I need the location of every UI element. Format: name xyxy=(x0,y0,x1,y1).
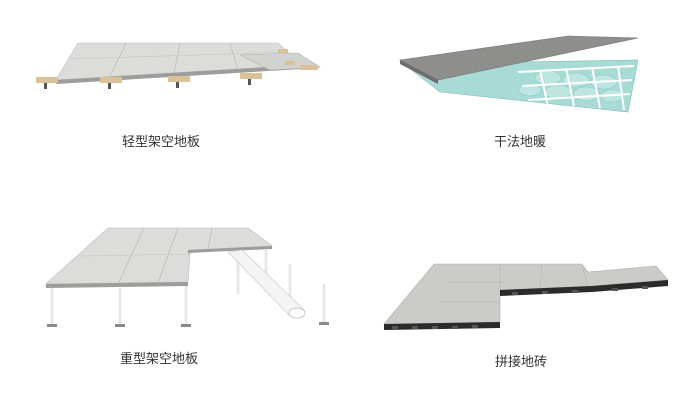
product-label: 重型架空地板 xyxy=(119,352,198,367)
product-label: 拼接地砖 xyxy=(494,355,547,370)
interlocking-floor-tiles-illustration xyxy=(383,263,669,330)
light-raised-floor-illustration xyxy=(36,42,321,89)
product-label: 轻型架空地板 xyxy=(121,135,200,150)
dry-floor-heating-illustration xyxy=(399,35,639,113)
heavy-raised-floor-illustration xyxy=(45,227,329,327)
product-label: 干法地暖 xyxy=(493,135,546,150)
